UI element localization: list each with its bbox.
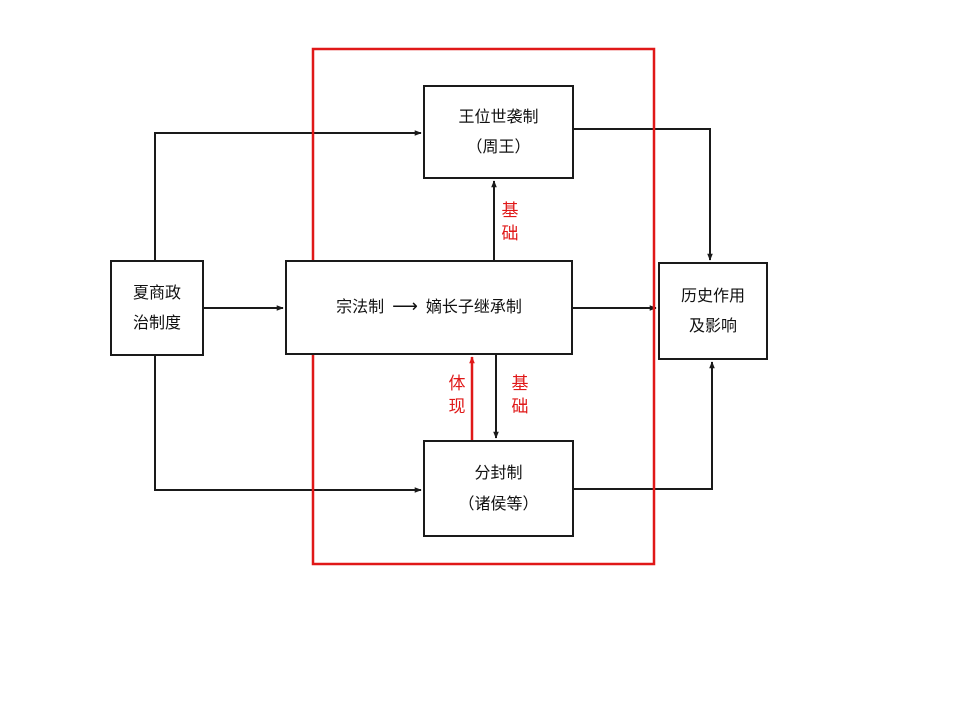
label-basis-bottom-char1: 基 [511,374,529,394]
node-zongfa-left: 宗法制 [336,297,385,317]
label-basis-top: 基 础 [500,200,520,246]
label-basis-bottom: 基 础 [510,373,530,419]
arrow-wangwei-to-lishi [574,128,713,261]
label-basis-top-char1: 基 [501,201,519,221]
right-arrow-icon: ⟶ [392,296,418,318]
node-wangwei-line2: （周王） [466,137,531,156]
arrow-fenfeng-to-lishi [574,361,715,490]
label-basis-top-char2: 础 [501,224,519,244]
node-xiashang-line1: 夏商政 [132,282,181,302]
node-xiashang-line2: 治制度 [132,313,181,332]
label-embodiment-char1: 体 [448,374,466,394]
label-embodiment: 体 现 [447,373,467,419]
node-hereditary-throne: 王位世袭制 （周王） [423,85,574,179]
label-basis-bottom-char2: 础 [511,397,529,417]
arrow-xiashang-to-fenfeng [154,356,422,493]
node-lishi-line2: 及影响 [688,316,737,335]
label-embodiment-char2: 现 [448,397,466,417]
node-fenfeng-line2: （诸侯等） [458,493,539,513]
node-patriarchal-clan-system: 宗法制 ⟶ 嫡长子继承制 [285,260,573,355]
node-historical-impact: 历史作用 及影响 [658,262,768,360]
node-zongfa-right: 嫡长子继承制 [425,297,522,317]
node-fenfeng-line1: 分封制 [474,463,523,483]
node-enfeoffment-system: 分封制 （诸侯等） [423,440,574,537]
node-xiashang-political-system: 夏商政 治制度 [110,260,204,356]
node-wangwei-line1: 王位世袭制 [458,106,539,126]
arrow-xiashang-to-wangwei [154,130,422,260]
node-lishi-line1: 历史作用 [680,285,745,305]
